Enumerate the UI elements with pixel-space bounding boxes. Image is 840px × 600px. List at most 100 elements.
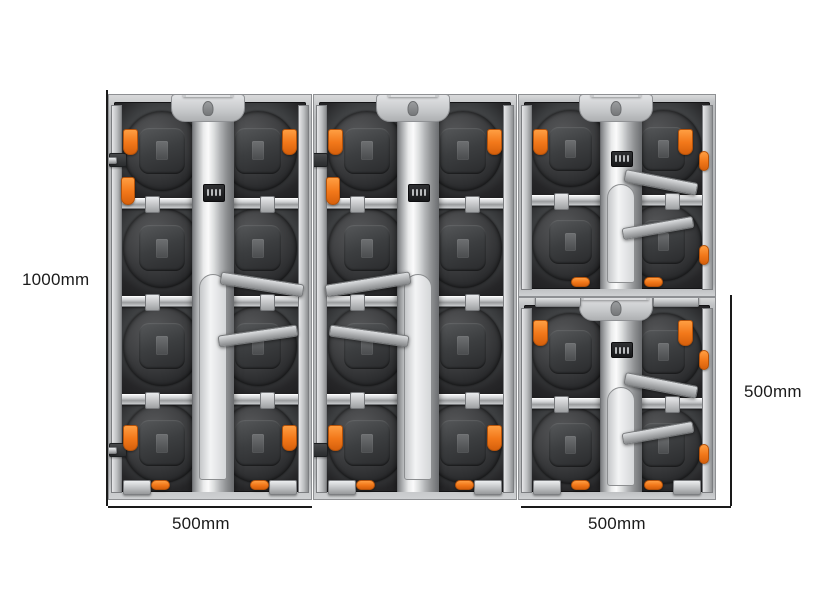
module-chip — [658, 139, 669, 158]
handle-bow — [183, 95, 233, 97]
bottom-latch[interactable] — [644, 277, 663, 287]
module-chip — [361, 336, 373, 356]
handle-mount-plate — [376, 95, 450, 122]
status-led-strip — [611, 150, 633, 167]
handle-mount-plate — [579, 298, 653, 321]
dimension-line-width-right — [521, 506, 731, 508]
lock-lever[interactable] — [328, 129, 343, 155]
cabinet-right-top-frame — [524, 102, 710, 289]
dimension-label-width-right: 500mm — [588, 514, 646, 533]
carry-handle[interactable] — [581, 298, 649, 300]
cabinet-middle[interactable] — [313, 94, 517, 500]
led-cabinet-assembly — [108, 88, 716, 500]
bottom-latch[interactable] — [644, 480, 663, 490]
bottom-foot — [269, 480, 297, 495]
edge-latch[interactable] — [699, 350, 709, 370]
bottom-latch[interactable] — [455, 480, 474, 490]
lock-lever[interactable] — [487, 129, 502, 155]
lock-lever[interactable] — [533, 320, 548, 346]
bottom-foot — [673, 480, 701, 495]
edge-connector — [314, 153, 328, 167]
lock-lever[interactable] — [678, 129, 693, 155]
lock-lever[interactable] — [678, 320, 693, 346]
module-chip — [565, 342, 576, 361]
edge-connector — [109, 447, 117, 454]
module-chip — [252, 336, 264, 356]
handle-bow — [388, 95, 438, 97]
carry-handle[interactable] — [388, 95, 438, 97]
lock-keyhole[interactable] — [202, 100, 214, 116]
lock-lever[interactable] — [326, 177, 340, 205]
bottom-foot — [474, 480, 502, 495]
lock-lever[interactable] — [123, 425, 138, 451]
lock-lever[interactable] — [282, 129, 297, 155]
dimension-label-width-left: 500mm — [172, 514, 230, 533]
lock-lever[interactable] — [123, 129, 138, 155]
module-chip — [361, 433, 373, 453]
module-chip — [658, 342, 669, 361]
module-chip — [457, 238, 469, 258]
edge-latch[interactable] — [699, 151, 709, 171]
lock-lever[interactable] — [282, 425, 297, 451]
bottom-latch[interactable] — [151, 480, 170, 490]
bottom-latch[interactable] — [356, 480, 375, 490]
carry-handle[interactable] — [183, 95, 233, 97]
module-chip — [156, 141, 168, 161]
module-chip — [156, 336, 168, 356]
dimension-label-height-right: 500mm — [744, 382, 802, 401]
edge-connector — [314, 443, 328, 457]
right-edge-rail — [503, 105, 514, 493]
dimension-label-height-overall: 1000mm — [22, 270, 90, 289]
led-module — [319, 102, 415, 200]
module-chip — [252, 238, 264, 258]
edge-latch[interactable] — [699, 245, 709, 265]
dimension-line-height-overall — [106, 90, 108, 506]
dimension-line-width-left — [108, 506, 312, 508]
handle-mount-plate — [579, 95, 653, 122]
module-chip — [565, 233, 576, 252]
handle-bow — [581, 298, 649, 300]
module-chip — [457, 433, 469, 453]
edge-latch[interactable] — [699, 444, 709, 464]
lock-lever[interactable] — [533, 129, 548, 155]
module-chip — [252, 433, 264, 453]
dimension-line-height-right — [730, 295, 732, 506]
bottom-latch[interactable] — [571, 277, 590, 287]
bottom-latch[interactable] — [250, 480, 269, 490]
spine-window — [403, 273, 433, 481]
status-led-strip — [203, 183, 225, 202]
cabinet-right-bottom-spine — [600, 305, 642, 492]
module-chip — [457, 336, 469, 356]
module-chip — [361, 141, 373, 161]
status-led-strip — [408, 183, 430, 202]
cabinet-right-bottom[interactable] — [518, 297, 716, 500]
module-chip — [658, 436, 669, 455]
right-edge-rail — [702, 105, 713, 290]
lock-keyhole[interactable] — [610, 301, 622, 317]
bottom-foot — [533, 480, 561, 495]
status-led-strip — [611, 342, 633, 359]
carry-handle[interactable] — [591, 95, 641, 97]
lock-keyhole[interactable] — [610, 100, 622, 116]
bottom-foot — [123, 480, 151, 495]
cabinet-right-top[interactable] — [518, 94, 716, 297]
led-module — [319, 297, 415, 395]
cabinet-left-spine — [192, 102, 234, 492]
bottom-latch[interactable] — [571, 480, 590, 490]
lock-lever[interactable] — [121, 177, 135, 205]
module-chip — [565, 139, 576, 158]
module-chip — [658, 233, 669, 252]
left-edge-rail — [316, 105, 327, 493]
module-chip — [252, 141, 264, 161]
right-edge-rail — [298, 105, 309, 493]
lock-keyhole[interactable] — [407, 100, 419, 116]
module-chip — [156, 238, 168, 258]
handle-mount-plate — [171, 95, 245, 122]
lock-lever[interactable] — [487, 425, 502, 451]
lock-lever[interactable] — [328, 425, 343, 451]
cabinet-left[interactable] — [108, 94, 312, 500]
left-edge-rail — [111, 105, 122, 493]
junction-bracket — [653, 298, 699, 307]
left-edge-rail — [521, 308, 532, 493]
